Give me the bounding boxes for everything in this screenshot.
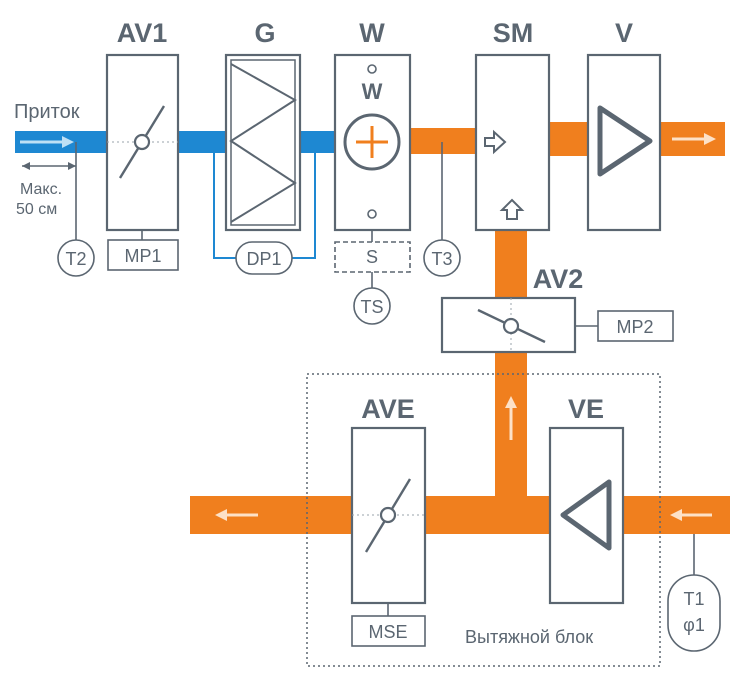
sm-right-arrow-icon — [484, 129, 507, 155]
mse-actuator: MSE — [351, 615, 426, 647]
mp1-actuator: MP1 — [107, 239, 179, 271]
supply-outlet-arrow — [672, 133, 716, 145]
w-inner-label: W — [362, 79, 383, 104]
ave-label: AVE — [361, 394, 415, 424]
max-distance-line2: 50 см — [16, 201, 57, 218]
t2-sensor: T2 — [57, 239, 95, 277]
t1-phi1-sensor: T1 φ1 — [667, 574, 721, 652]
ave-damper — [350, 426, 427, 605]
t1-label: T1 — [683, 589, 704, 609]
ve-fan — [548, 426, 625, 605]
inlet-label: Приток — [14, 101, 80, 123]
supply-inlet-arrow — [20, 136, 74, 148]
dp1-pressure-lines — [213, 153, 316, 259]
sm-label: SM — [493, 18, 534, 48]
mp2-label: MP2 — [616, 317, 653, 337]
mse-label: MSE — [368, 622, 407, 642]
t2-label: T2 — [65, 249, 86, 269]
v-fan — [586, 53, 662, 232]
sm-mixing-section — [474, 53, 551, 232]
dp1-sensor: DP1 — [235, 241, 293, 275]
s-sensor: S — [334, 241, 411, 273]
g-label: G — [254, 18, 275, 48]
mp2-actuator: MP2 — [597, 310, 674, 342]
exhaust-up-arrow — [505, 396, 517, 440]
v-label: V — [615, 18, 633, 48]
mp1-label: MP1 — [124, 246, 161, 266]
g-filter — [224, 53, 302, 232]
max-distance-marker — [22, 162, 76, 170]
exhaust-inlet-arrow — [670, 509, 712, 521]
s-label: S — [366, 247, 378, 267]
av1-label: AV1 — [117, 18, 168, 48]
av2-damper — [440, 296, 577, 354]
av2-label: AV2 — [533, 264, 584, 294]
ve-label: VE — [568, 394, 604, 424]
sm-up-arrow-icon — [499, 198, 525, 220]
t3-label: T3 — [431, 249, 452, 269]
w-label: W — [359, 18, 385, 48]
exhaust-block-boundary — [306, 373, 661, 667]
exhaust-duct — [190, 228, 730, 534]
ts-label: TS — [360, 297, 383, 317]
dp1-label: DP1 — [246, 249, 281, 269]
ts-sensor: TS — [353, 287, 391, 325]
exhaust-block-label: Вытяжной блок — [465, 627, 593, 647]
av1-damper — [105, 53, 180, 232]
phi1-label: φ1 — [683, 615, 705, 635]
max-distance-line1: Макс. — [20, 181, 62, 198]
t3-sensor: T3 — [423, 239, 461, 277]
exhaust-outlet-arrow — [215, 509, 258, 521]
w-heater — [333, 53, 412, 232]
